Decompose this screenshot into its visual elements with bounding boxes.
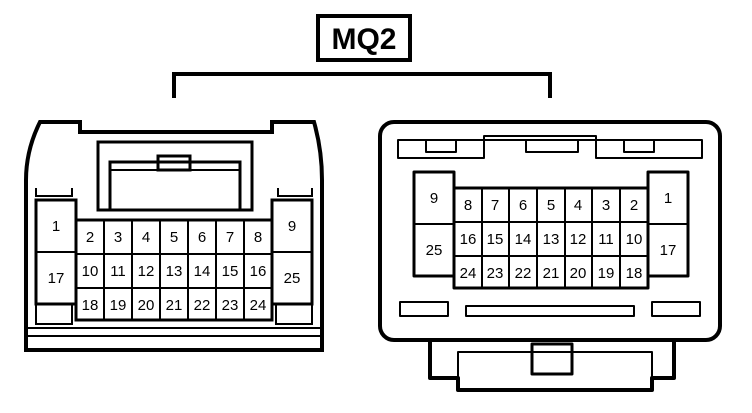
left-pin-label: 25 xyxy=(284,270,301,287)
right-pin-label: 4 xyxy=(574,197,582,214)
left-latch-tab xyxy=(156,154,192,172)
right-col-dividers xyxy=(481,188,621,288)
left-latch xyxy=(96,140,254,212)
right-center-grid xyxy=(452,186,650,290)
right-pin-label: 3 xyxy=(602,197,610,214)
right-pin-label: 14 xyxy=(515,231,532,248)
right-bottom-ledges xyxy=(399,301,701,317)
right-inner-top xyxy=(397,135,703,159)
left-pin-label: 4 xyxy=(142,229,150,246)
left-inner-step-right xyxy=(277,188,313,197)
right-pin-label: 8 xyxy=(464,197,472,214)
left-pin-label: 21 xyxy=(166,297,183,314)
right-pin-label: 23 xyxy=(487,265,504,282)
left-center-grid xyxy=(74,218,274,322)
right-bottom-latch xyxy=(428,340,676,392)
right-top-slot xyxy=(525,139,579,153)
title-box xyxy=(316,14,412,62)
right-bottom-rail xyxy=(465,305,635,317)
right-pin-label: 24 xyxy=(460,265,477,282)
connector-title: MQ2 xyxy=(331,23,396,56)
left-pin-label: 2 xyxy=(86,229,94,246)
right-top-notch-left xyxy=(425,139,457,153)
left-lower-ledge-right xyxy=(275,304,313,325)
left-pin-label: 20 xyxy=(138,297,155,314)
right-pin-label: 21 xyxy=(543,265,560,282)
left-pin-label: 9 xyxy=(288,218,296,235)
right-pin-label: 22 xyxy=(515,265,532,282)
left-pin-label: 17 xyxy=(48,270,65,287)
left-row-dividers xyxy=(76,253,272,289)
right-pin-label: 16 xyxy=(460,231,477,248)
left-pin-label: 1 xyxy=(52,218,60,235)
right-pin-label: 1 xyxy=(664,190,672,207)
right-pin-label: 10 xyxy=(626,231,643,248)
left-col-dividers xyxy=(103,220,245,320)
bracket-line xyxy=(172,72,552,98)
left-housing-outline xyxy=(24,120,324,352)
left-pin-label: 7 xyxy=(226,229,234,246)
right-pin-label: 19 xyxy=(598,265,615,282)
left-pin-label: 23 xyxy=(222,297,239,314)
left-bottom-rail xyxy=(26,327,322,337)
right-pin-label: 25 xyxy=(426,242,443,259)
right-row-dividers xyxy=(454,221,648,257)
left-pin-label: 19 xyxy=(110,297,127,314)
right-pin-label: 7 xyxy=(491,197,499,214)
right-pin-label: 11 xyxy=(598,231,614,248)
left-pin-label: 12 xyxy=(138,263,155,280)
right-pin-label: 6 xyxy=(519,197,527,214)
right-pin-label: 17 xyxy=(660,242,677,259)
left-pin-label: 18 xyxy=(82,297,99,314)
left-pin-label: 16 xyxy=(250,263,267,280)
right-pin-label: 18 xyxy=(626,265,643,282)
right-pin-label: 12 xyxy=(570,231,587,248)
left-pin-label: 5 xyxy=(170,229,178,246)
right-pin-label: 13 xyxy=(543,231,560,248)
left-pin-label: 15 xyxy=(222,263,239,280)
left-pin-label: 14 xyxy=(194,263,211,280)
left-connector xyxy=(24,120,324,352)
left-pin-label: 10 xyxy=(82,263,99,280)
left-lower-ledge-left xyxy=(35,304,73,325)
right-pin-label: 20 xyxy=(570,265,587,282)
right-pin-label: 2 xyxy=(630,197,638,214)
left-inner-step-left xyxy=(35,188,73,197)
left-pin-label: 6 xyxy=(198,229,206,246)
title-group: MQ2 xyxy=(316,14,412,62)
right-latch-inner xyxy=(457,351,653,378)
right-pin-label: 9 xyxy=(430,190,438,207)
right-pin-label: 15 xyxy=(487,231,504,248)
left-pin-label: 11 xyxy=(110,263,126,280)
left-pin-label: 3 xyxy=(114,229,122,246)
right-latch-tab xyxy=(530,342,574,376)
left-pin-label: 8 xyxy=(254,229,262,246)
right-connector xyxy=(378,120,722,392)
right-housing-outline xyxy=(378,120,722,342)
left-pin-label: 24 xyxy=(250,297,267,314)
right-pin-label: 5 xyxy=(547,197,555,214)
right-top-notch-right xyxy=(623,139,655,153)
left-pin-label: 22 xyxy=(194,297,211,314)
left-pin-label: 13 xyxy=(166,263,183,280)
